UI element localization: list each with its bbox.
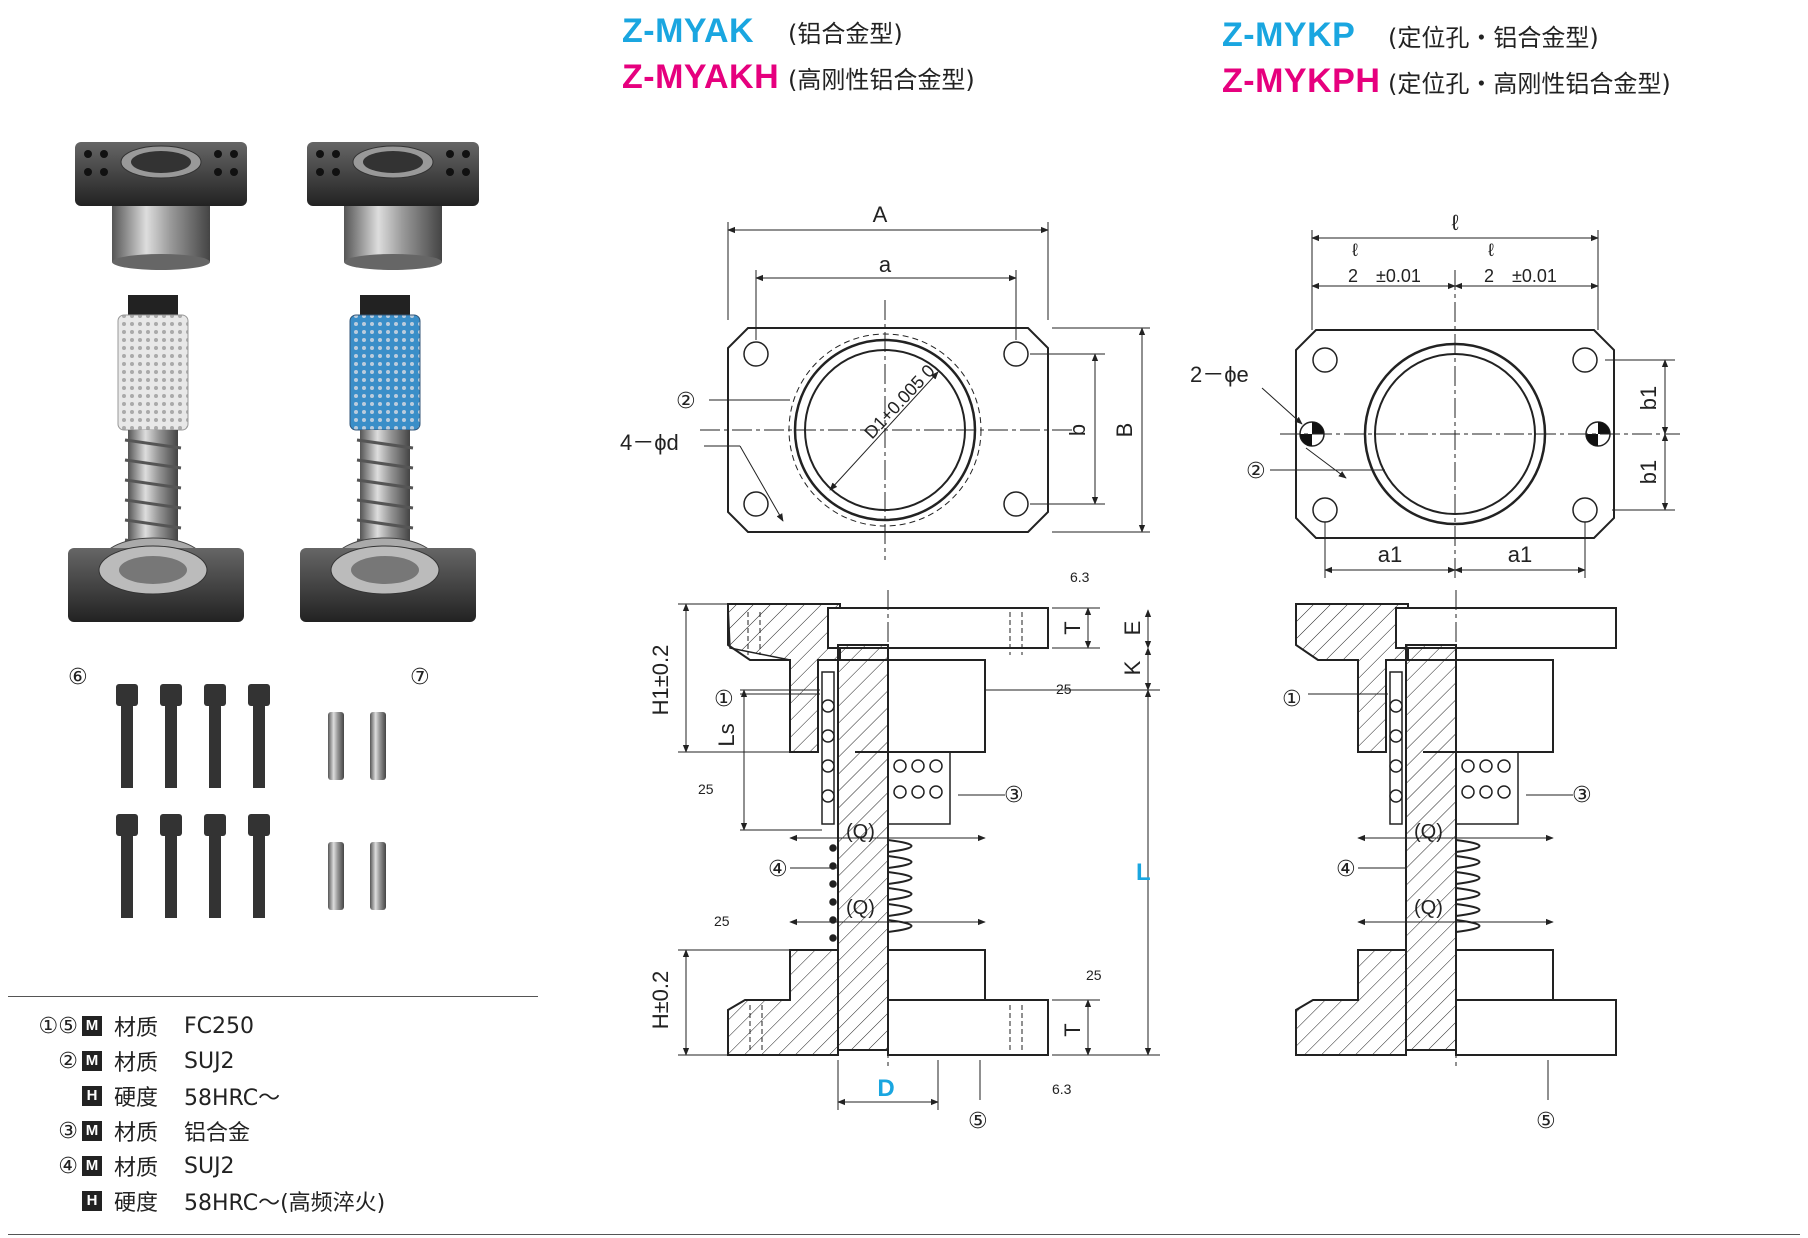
model-desc: (铝合金型) xyxy=(788,19,903,48)
dim-H1: H1±0.2 xyxy=(648,645,673,716)
roughness-bottom: 6.3 xyxy=(1052,1081,1072,1097)
label-screws: ⑥ xyxy=(68,664,88,689)
part-3-label: ③ xyxy=(1572,782,1592,807)
technical-drawing: A a b B D1+0.005 0 4－ϕd ② 6.3 T E K 25 H… xyxy=(620,202,1680,1130)
material-part-index: ③ xyxy=(58,1118,78,1144)
label-pins: ⑦ xyxy=(410,664,430,689)
dim-K: K xyxy=(1120,660,1145,675)
model-code-z-myakh: Z-MYAKH xyxy=(622,57,780,96)
model-code-z-mykp: Z-MYKP xyxy=(1222,15,1356,54)
material-row: ①⑤ M 材质 FC250 xyxy=(18,1010,254,1042)
part-4-label: ④ xyxy=(768,856,788,881)
dim-T: T xyxy=(1060,621,1085,634)
material-value: 58HRC～(高频淬火) xyxy=(184,1191,386,1216)
material-row: H 硬度 58HRC～(高频淬火) xyxy=(18,1185,385,1217)
pins-illustration xyxy=(328,712,386,910)
dim-l-half: ℓ xyxy=(1352,240,1358,260)
model-desc: (定位孔・高刚性铝合金型) xyxy=(1388,69,1671,98)
dim-D: D xyxy=(877,1075,894,1102)
hardness-badge: H xyxy=(82,1086,102,1106)
material-label: 材质 xyxy=(114,1156,159,1181)
material-badge: M xyxy=(82,1051,102,1071)
model-code-z-myak: Z-MYAK xyxy=(622,11,755,50)
product-illustration xyxy=(68,142,479,918)
material-row: ③ M 材质 铝合金 xyxy=(18,1115,250,1147)
material-row: ② M 材质 SUJ2 xyxy=(18,1045,235,1077)
dim-l: ℓ xyxy=(1451,210,1459,235)
dim-b1: b1 xyxy=(1636,460,1661,484)
material-value: SUJ2 xyxy=(184,1048,235,1074)
material-badge: M xyxy=(82,1156,102,1176)
screws-illustration xyxy=(116,684,270,918)
part-2-label: ② xyxy=(1246,458,1266,483)
dim-a: a xyxy=(879,252,892,277)
material-part-index: ④ xyxy=(58,1153,78,1179)
material-label: 硬度 xyxy=(114,1191,159,1216)
right-top-view xyxy=(1261,230,1680,580)
material-label: 硬度 xyxy=(114,1086,159,1111)
dim-H: H±0.2 xyxy=(648,971,673,1030)
dim-l-half-den: 2 xyxy=(1348,266,1358,286)
roughness-25: 25 xyxy=(714,913,730,929)
material-part-index: ①⑤ xyxy=(38,1013,78,1039)
divider-bottom xyxy=(8,1234,1800,1235)
dim-tol: ±0.01 xyxy=(1376,266,1421,286)
material-row: ④ M 材质 SUJ2 xyxy=(18,1150,235,1182)
material-label: 材质 xyxy=(114,1016,159,1041)
dim-Ls: Ls xyxy=(714,723,739,746)
roughness-25: 25 xyxy=(1056,681,1072,697)
part-5-label: ⑤ xyxy=(968,1108,988,1130)
dim-L: L xyxy=(1136,859,1151,886)
model-code-z-mykph: Z-MYKPH xyxy=(1222,61,1381,100)
dim-T: T xyxy=(1060,1023,1085,1036)
part-1-label: ① xyxy=(1282,686,1302,711)
holes-label: 4－ϕd xyxy=(620,430,679,455)
material-label: 材质 xyxy=(114,1121,159,1146)
dim-E: E xyxy=(1120,621,1145,636)
dim-Q: (Q) xyxy=(846,897,875,919)
pins-label: 2－ϕe xyxy=(1190,362,1249,387)
dim-Q: (Q) xyxy=(1414,821,1443,843)
material-row: H 硬度 58HRC～ xyxy=(18,1080,280,1112)
dim-b: b xyxy=(1065,424,1090,436)
part-2-label: ② xyxy=(676,388,696,413)
dim-tol: ±0.01 xyxy=(1512,266,1557,286)
header-left: Z-MYAK (铝合金型) Z-MYAKH (高刚性铝合金型) xyxy=(622,8,975,100)
dim-l-half-den: 2 xyxy=(1484,266,1494,286)
dim-a1: a1 xyxy=(1378,542,1402,567)
product-photo-blue xyxy=(300,142,479,622)
dim-B: B xyxy=(1112,423,1137,438)
part-1-label: ① xyxy=(714,686,734,711)
dim-a1: a1 xyxy=(1508,542,1532,567)
material-value: 58HRC～ xyxy=(184,1086,281,1111)
material-value: FC250 xyxy=(184,1013,255,1039)
material-label: 材质 xyxy=(114,1051,159,1076)
dim-b1: b1 xyxy=(1636,386,1661,410)
product-photo-white xyxy=(68,142,247,622)
right-section-view xyxy=(1295,590,1617,1100)
material-value: 铝合金 xyxy=(184,1121,251,1146)
material-badge: M xyxy=(82,1121,102,1141)
dim-Q: (Q) xyxy=(846,821,875,843)
material-badge: M xyxy=(82,1016,102,1036)
part-4-label: ④ xyxy=(1336,856,1356,881)
dim-Q: (Q) xyxy=(1414,897,1443,919)
hardness-badge: H xyxy=(82,1191,102,1211)
part-3-label: ③ xyxy=(1004,782,1024,807)
left-top-view xyxy=(700,222,1150,560)
divider-top xyxy=(8,996,538,997)
header-right: Z-MYKP (定位孔・铝合金型) Z-MYKPH (定位孔・高刚性铝合金型) xyxy=(1222,12,1671,104)
left-section-view xyxy=(678,399,1160,1110)
model-desc: (定位孔・铝合金型) xyxy=(1388,23,1599,52)
material-value: SUJ2 xyxy=(184,1153,235,1179)
material-part-index: ② xyxy=(58,1048,78,1074)
part-5-label: ⑤ xyxy=(1536,1108,1556,1130)
dim-l-half: ℓ xyxy=(1488,240,1494,260)
model-desc: (高刚性铝合金型) xyxy=(788,65,975,94)
roughness-25: 25 xyxy=(698,781,714,797)
roughness-25: 25 xyxy=(1086,967,1102,983)
roughness-top: 6.3 xyxy=(1070,569,1090,585)
dim-A: A xyxy=(873,202,888,227)
